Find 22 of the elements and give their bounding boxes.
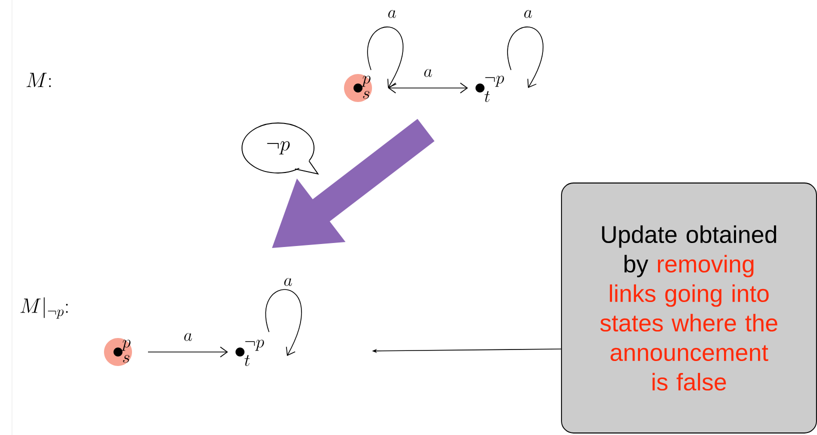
state-label: $s$ <box>363 91 370 99</box>
transition-arrow <box>148 346 228 358</box>
state-label: $t$ <box>244 355 250 366</box>
loop-arrow <box>507 26 544 88</box>
edge-label: $a$ <box>522 9 534 19</box>
edge-label: $a$ <box>386 9 398 19</box>
loop-arrow <box>367 26 404 88</box>
loop-arrow <box>265 289 302 356</box>
state-label: $p$ <box>362 76 370 87</box>
edge-label: $a$ <box>282 277 294 287</box>
state-label: $\neg p$ <box>485 76 504 87</box>
speech-bubble: $\neg p$ <box>242 122 320 175</box>
state-label: $p$ <box>122 340 130 351</box>
edge-label: $a$ <box>422 68 434 78</box>
edge-label: $a$ <box>182 332 194 342</box>
transition-arrow <box>388 82 468 94</box>
state-label: $s$ <box>123 355 130 363</box>
state-label: $t$ <box>484 91 490 102</box>
callout-box: Update obtained by removing links going into states where the announcement is false <box>561 182 817 434</box>
model-label: $M{:}$ <box>26 72 51 88</box>
model-label: $M|_{\neg p}{:}$ <box>20 297 68 319</box>
state-label: $\neg p$ <box>245 340 264 351</box>
